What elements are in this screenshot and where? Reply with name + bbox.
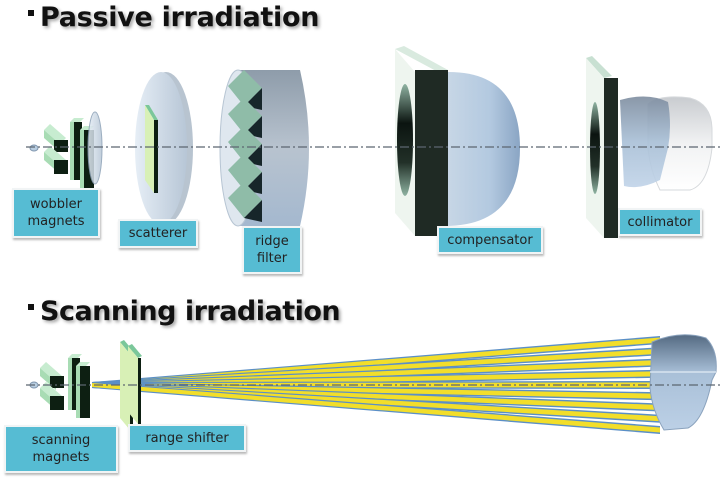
heading-text: Scanning irradiation — [40, 296, 341, 327]
label-ridge-filter: ridge filter — [242, 226, 302, 274]
bullet-icon — [28, 9, 34, 16]
label-scanning-magnets: scanning magnets — [4, 425, 118, 473]
label-line: collimator — [627, 214, 693, 230]
ridge-filter-drawing — [219, 69, 309, 227]
scatterer-drawing — [135, 72, 193, 224]
scanning-magnets-drawing — [29, 354, 90, 418]
label-collimator: collimator — [618, 208, 702, 236]
label-line: magnets — [32, 450, 90, 465]
pencil-beams — [92, 336, 660, 434]
compensator-drawing — [395, 46, 520, 236]
label-line: scanning — [31, 433, 91, 448]
scanning-irradiation-heading: Scanning irradiation — [28, 296, 341, 327]
label-line: scatterer — [128, 226, 188, 241]
collimator-drawing — [586, 56, 713, 238]
label-line: ridge — [255, 234, 289, 249]
target-volume-drawing — [649, 334, 717, 431]
label-wobbler-magnets: wobbler magnets — [12, 188, 100, 238]
wobbler-magnets-drawing — [29, 111, 103, 188]
label-line: filter — [256, 251, 288, 266]
pencil-beam — [92, 383, 660, 422]
passive-irradiation-heading: Passive irradiation — [28, 2, 319, 33]
range-shifter-drawing — [120, 340, 142, 430]
label-line: wobbler — [29, 197, 83, 212]
label-line: compensator — [447, 232, 533, 248]
pencil-beam — [92, 383, 660, 410]
label-scatterer: scatterer — [118, 219, 198, 248]
pencil-beam — [92, 383, 660, 433]
label-range-shifter: range shifter — [128, 424, 246, 452]
bullet-icon — [28, 303, 34, 310]
beam-source-icon — [29, 144, 39, 152]
label-compensator: compensator — [437, 226, 543, 254]
pencil-beam — [92, 383, 660, 399]
heading-text: Passive irradiation — [40, 2, 320, 33]
label-line: range shifter — [145, 430, 229, 446]
ridge-teeth — [228, 70, 262, 222]
label-line: magnets — [27, 214, 85, 229]
